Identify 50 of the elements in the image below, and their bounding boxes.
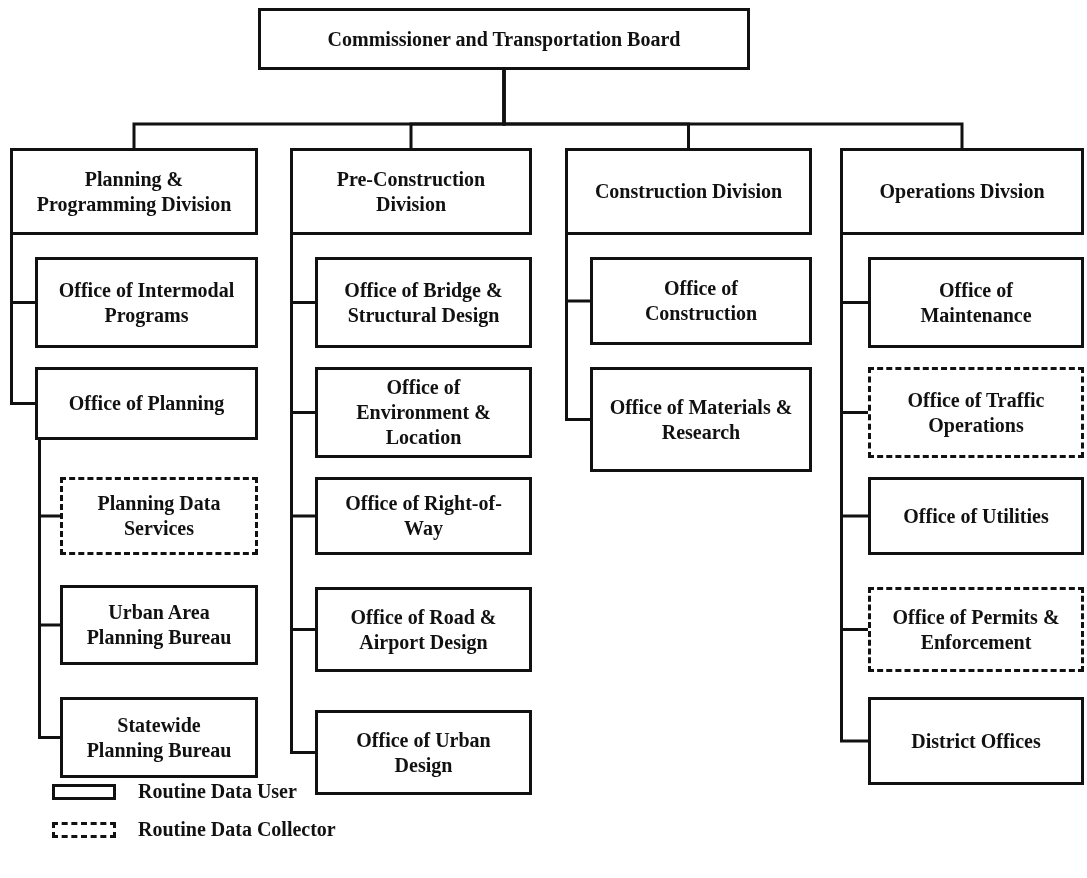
org-unit-box (315, 367, 532, 458)
unit-name: District Offices (910, 728, 1042, 754)
unit-name: Office of Construction (643, 276, 759, 326)
unit-name: Planning Data Services (96, 491, 222, 541)
org-unit-box (565, 148, 812, 235)
unit-name: Statewide Planning Bureau (85, 712, 233, 763)
unit-name: Operations Divsion (878, 179, 1046, 204)
org-unit-box (590, 257, 812, 345)
org-unit-box (868, 257, 1084, 348)
org-unit-box (315, 477, 532, 555)
unit-name: Planning & Programming Division (35, 166, 233, 217)
org-unit-box (315, 587, 532, 672)
unit-name: Office of Maintenance (919, 277, 1033, 328)
board-box (258, 8, 750, 70)
org-unit-box (840, 148, 1084, 235)
org-unit-box (35, 257, 258, 348)
legend-text: Routine Data Collector (138, 818, 336, 841)
unit-name: Office of Traffic Operations (906, 387, 1046, 438)
unit-name: Office of Planning (67, 391, 226, 416)
unit-name: Office of Environment & Location (355, 375, 492, 450)
unit-name: Office of Permits & Enforcement (891, 604, 1061, 655)
legend-text: Routine Data User (138, 780, 297, 803)
org-unit-box (868, 697, 1084, 785)
org-unit-box (60, 477, 258, 555)
unit-name: Pre-Construction Division (335, 166, 487, 217)
org-unit-box (10, 148, 258, 235)
org-unit-box (868, 367, 1084, 458)
org-unit-box (590, 367, 812, 472)
connector-line (502, 70, 964, 148)
unit-name: Office of Road & Airport Design (349, 604, 498, 655)
org-unit-box (60, 697, 258, 778)
org-unit-box (868, 587, 1084, 672)
unit-name: Urban Area Planning Bureau (85, 600, 233, 650)
org-unit-box (290, 148, 532, 235)
connector-line (38, 440, 60, 739)
unit-name: Office of Intermodal Programs (57, 277, 236, 328)
org-unit-box (315, 710, 532, 795)
org-unit-box (60, 585, 258, 665)
org-unit-box (868, 477, 1084, 555)
connector-line (565, 235, 590, 421)
unit-name: Construction Division (593, 179, 784, 204)
connector-line (10, 235, 35, 405)
unit-name: Commissioner and Transportation Board (326, 26, 682, 52)
unit-name: Office of Urban Design (355, 727, 492, 778)
unit-name: Office of Utilities (902, 503, 1050, 529)
unit-name: Office of Right-of-Way (344, 491, 503, 541)
unit-name: Office of Bridge & Structural Design (343, 277, 504, 328)
org-unit-box (35, 367, 258, 440)
unit-name: Office of Materials & Research (608, 394, 794, 445)
org-unit-box (315, 257, 532, 348)
